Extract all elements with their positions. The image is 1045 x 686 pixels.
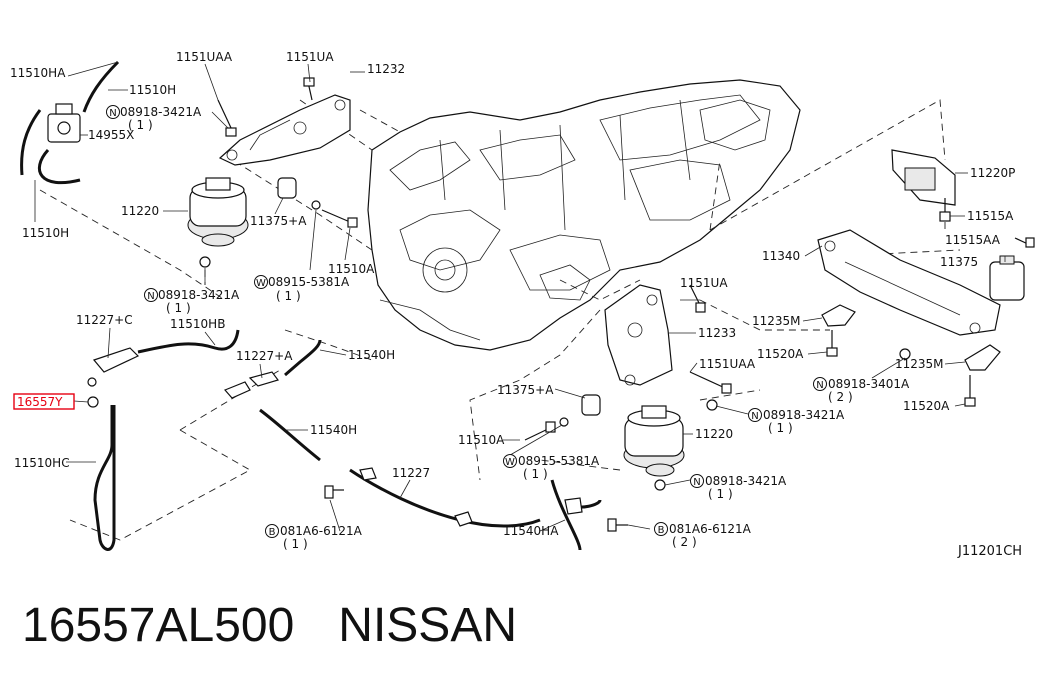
callout-11235m-a: 11235M [752,314,801,328]
dashed-reference-lines [39,99,961,541]
callout-08915-5381a-b: 08915-5381A [518,454,600,468]
stopper-rubbers [277,177,1025,416]
callout-11510a-top: 11510A [328,262,375,276]
engine-mount-bracket-left [218,71,365,166]
circled-letter: W [256,278,266,289]
circled-mark-n-e: N [813,377,827,391]
engine-transmission-illustration [367,79,801,351]
hose-clips-and-brackets [92,347,583,527]
callout-11510h-b: 11510H [22,226,69,240]
callout-11235m-b: 11235M [895,357,944,371]
callout-11227c: 11227+C [76,313,133,327]
vacuum-switching-valve [47,103,81,143]
part-number: 16557AL500 [22,599,295,652]
callout-08918-3421a-b: 08918-3421A [158,288,240,302]
callout-08918-3421a-c-q: ( 1 ) [768,421,793,435]
circled-prefix-marks: N N W B B N W N N [106,105,827,538]
diagram-code: J11201CH [958,544,1023,559]
circled-mark-n-b: N [144,288,158,302]
highlighted-part[interactable]: 16557Y [13,393,75,410]
callout-11220-mid: 11220 [695,427,733,441]
callout-11540h-top: 11540H [348,348,395,362]
callout-1151uaa-top: 1151UAA [176,50,233,64]
callout-11520a-a: 11520A [757,347,804,361]
callout-081a6-6121a-b: 081A6-6121A [669,522,752,536]
vacuum-hoses [20,60,602,551]
circled-mark-w-a: W [254,275,268,289]
callout-08918-3401a-q: ( 2 ) [828,390,853,404]
callout-11515a: 11515A [967,209,1014,223]
circled-letter: B [658,525,665,536]
callout-081a6-6121a-a: 081A6-6121A [280,524,363,538]
circled-letter: N [751,411,758,422]
circled-letter: N [693,477,700,488]
callout-11520a-b: 11520A [903,399,950,413]
circled-letter: N [147,291,154,302]
circled-mark-w-b: W [503,454,517,468]
callout-1151ua-top: 1151UA [286,50,334,64]
circled-letter: N [109,108,116,119]
crossmember-brackets [821,304,1001,371]
callout-11540ha: 11540HA [503,524,559,538]
part-callouts: 11510HA 11510H 14955X 11510H 1151UAA 1151UA 11… [10,50,1015,551]
callout-1151uaa-mid: 1151UAA [699,357,756,371]
part-caption: 16557AL500 NISSAN [22,598,517,653]
circled-mark-b-b: B [654,522,668,536]
circled-letter: N [816,380,823,391]
callout-11510hb: 11510HB [170,317,225,331]
callout-08918-3421a-a: 08918-3421A [120,105,202,119]
callout-11510hc: 11510HC [14,456,70,470]
engine-mount-exploded-diagram: 16557Y 11510HA11510H14955X11510H1151UAA1… [10,50,1035,551]
callout-11510ha: 11510HA [10,66,66,80]
circled-mark-b-a: B [265,524,279,538]
callout-11510a-mid: 11510A [458,433,505,447]
rear-engine-mount [891,149,956,206]
callout-11540h-mid: 11540H [310,423,357,437]
circled-mark-n-a: N [106,105,120,119]
circled-letter: B [269,527,276,538]
callout-08918-3421a-d: 08918-3421A [705,474,787,488]
fasteners [87,77,1035,532]
callout-11227: 11227 [392,466,430,480]
leader-lines [34,61,1006,532]
callout-11375a-top: 11375+A [250,214,307,228]
brand-name: NISSAN [338,599,517,652]
callout-08915-5381a-a: 08915-5381A [268,275,350,289]
callout-11375: 11375 [940,255,978,269]
callout-11232: 11232 [367,62,405,76]
callout-11227a: 11227+A [236,349,293,363]
circled-mark-n-d: N [690,474,704,488]
callout-08915-5381a-a-q: ( 1 ) [276,289,301,303]
callout-08918-3421a-a-q: ( 1 ) [128,118,153,132]
callout-08915-5381a-b-q: ( 1 ) [523,467,548,481]
engine-mount-insulator-left [187,177,249,247]
rear-crossmember [817,229,1001,336]
circled-mark-n-c: N [748,408,762,422]
callout-08918-3421a-c: 08918-3421A [763,408,845,422]
callout-08918-3421a-d-q: ( 1 ) [708,487,733,501]
callout-1151ua-mid: 1151UA [680,276,728,290]
callout-08918-3421a-b-q: ( 1 ) [166,301,191,315]
engine-mount-insulator-right [623,405,685,477]
circled-letter: W [505,457,515,468]
callout-11220-left: 11220 [121,204,159,218]
callout-11375a-mid: 11375+A [497,383,554,397]
callout-11510h-a: 11510H [129,83,176,97]
engine-mount-bracket-right [604,284,673,386]
callout-14955x: 14955X [88,128,134,142]
callout-081a6-6121a-a-q: ( 1 ) [283,537,308,551]
callout-11233: 11233 [698,326,736,340]
highlighted-part-label[interactable]: 16557Y [17,395,63,409]
callout-08918-3401a: 08918-3401A [828,377,910,391]
callout-11220p: 11220P [970,166,1015,180]
callout-081a6-6121a-b-q: ( 2 ) [672,535,697,549]
callout-11515aa: 11515AA [945,233,1001,247]
callout-11340: 11340 [762,249,800,263]
